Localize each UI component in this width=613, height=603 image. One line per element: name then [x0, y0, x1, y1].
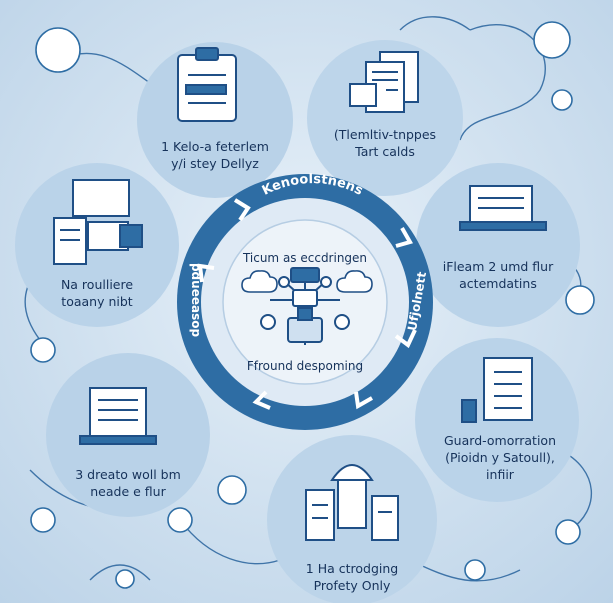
ring-arrow-5: [252, 390, 271, 410]
ring-arrow-6: [197, 263, 215, 283]
documents-icon: [349, 51, 419, 113]
clock-icon: [30, 337, 581, 589]
buildings-icon: [305, 464, 399, 541]
node-line: 1 Kelo-a feterlem: [161, 139, 269, 154]
ring-arrow-2: [395, 227, 414, 248]
node-label: 1 Ha ctrodging Profety Only: [282, 560, 422, 594]
node-line: actemdatins: [459, 276, 537, 291]
laptop-icon: [459, 185, 547, 231]
node-label: 1 Kelo-a feterlem y/i stey Dellyz: [145, 138, 285, 172]
cloud-icon: [241, 270, 373, 293]
node-label: Guard-omorration (Pioidn y Satoull), inf…: [425, 432, 575, 483]
ring-arrow-4: [354, 391, 373, 410]
center-label-top: Ticum as eccdringen: [242, 251, 367, 265]
node-label: 3 dreato woll bm neade e flur: [58, 466, 198, 500]
computer-icon: [53, 179, 143, 265]
node-line: 1 Ha ctrodging: [305, 561, 399, 576]
node-line: iFleam 2 umd flur: [442, 259, 554, 274]
node-line: Tart calds: [355, 144, 415, 159]
sun-icon: [35, 21, 595, 505]
node-line: 3 dreato woll bm: [75, 467, 181, 482]
node-line: infiir: [486, 467, 514, 482]
bubble-top-right: [307, 40, 463, 196]
clipboard-icon: [177, 47, 237, 122]
network-hub-icon: [260, 267, 350, 345]
node-line: toaany nibt: [61, 294, 133, 309]
ring-arrow-1: [233, 198, 251, 222]
checklist-icon: [461, 357, 533, 423]
node-line: (Tlemltiv-tnppes: [333, 127, 437, 142]
bubble-right: [416, 163, 580, 327]
node-label: iFleam 2 umd flur actemdatins: [428, 258, 568, 292]
node-line: neade e flur: [90, 484, 166, 499]
node-line: Profety Only: [313, 578, 391, 593]
node-label: (Tlemltiv-tnppes Tart calds: [315, 126, 455, 160]
center-label-bottom: Ffround despoming: [247, 359, 363, 373]
node-label: Na roulliere toaany nibt: [30, 276, 164, 310]
ring-arrow-3: [394, 329, 417, 349]
laptop-icon-2: [79, 387, 157, 445]
node-line: y/i stey Dellyz: [171, 156, 259, 171]
node-line: (Pioidn y Satoull),: [445, 450, 555, 465]
node-line: Na roulliere: [60, 277, 134, 292]
node-line: Guard-omorration: [444, 433, 556, 448]
ring-label-left: pdueeasop: [189, 263, 203, 337]
